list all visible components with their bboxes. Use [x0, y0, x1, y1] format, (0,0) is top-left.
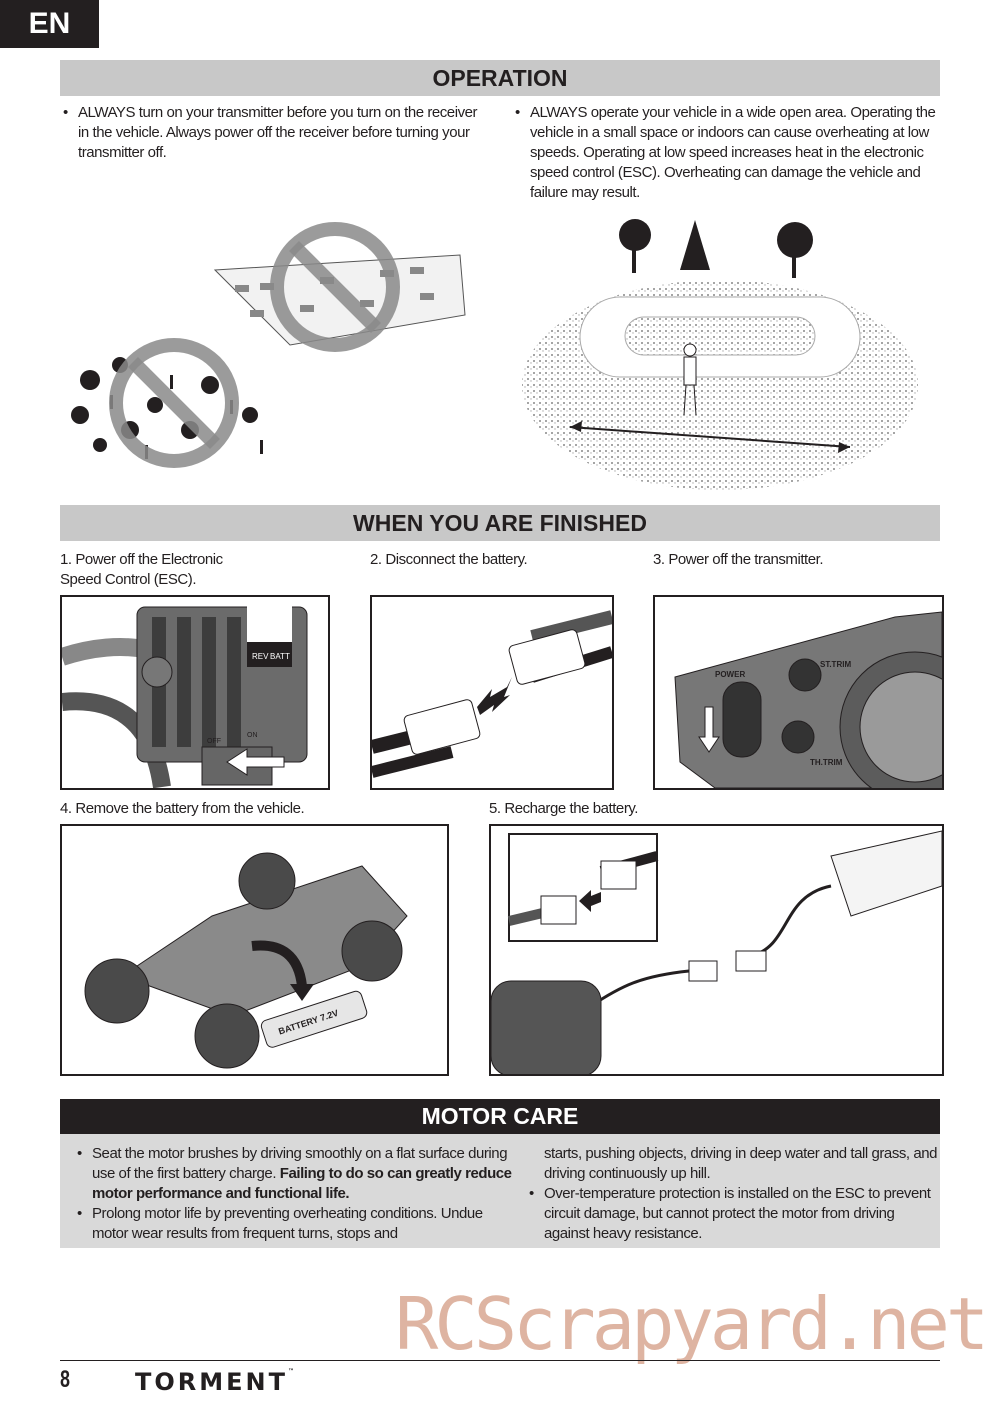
operation-bullet-2: ALWAYS operate your vehicle in a wide op…	[512, 103, 940, 203]
step-1-label: 1. Power off the Electronic Speed Contro…	[60, 551, 223, 588]
wheel	[194, 1003, 260, 1069]
st-trim-knob	[788, 658, 822, 692]
bullet-warning: Failing to do so can greatly reduce moto…	[92, 1165, 512, 1202]
st-trim-label: ST.TRIM	[820, 660, 851, 669]
th-trim-knob	[781, 720, 815, 754]
arrow-icon	[579, 890, 601, 912]
charger-plug	[688, 960, 718, 982]
language-tab: EN	[0, 0, 99, 48]
brand-name: TORMENT	[135, 1368, 288, 1396]
prohibited-sign-parking-icon	[270, 222, 400, 352]
down-arrow-icon	[698, 706, 720, 753]
brand-logo: TORMENT™	[135, 1368, 294, 1396]
operation-bullets-left: ALWAYS turn on your transmitter before y…	[60, 103, 485, 163]
motor-care-bullet-1: Seat the motor brushes by driving smooth…	[74, 1144, 514, 1204]
th-trim-label: TH.TRIM	[810, 758, 843, 767]
transmitter-box: POWER ST.TRIM TH.TRIM	[653, 595, 944, 790]
esc-batt-label: BATT	[270, 652, 290, 661]
motor-care-bullet-3: Over-temperature protection is installed…	[526, 1184, 942, 1244]
wheel	[238, 852, 296, 910]
battery-pack	[260, 990, 368, 1048]
vehicle-battery-removal-box: BATTERY 7.2V	[60, 824, 449, 1076]
esc-illustration-box: REV BATT OFF ON	[60, 595, 330, 790]
power-label: POWER	[715, 670, 745, 679]
connector-left	[403, 699, 481, 755]
motor-care-panel: Seat the motor brushes by driving smooth…	[60, 1134, 940, 1248]
step-2-label: 2. Disconnect the battery.	[370, 551, 528, 568]
battery-recharge-box	[489, 824, 944, 1076]
open-area-illustration	[522, 219, 918, 490]
operation-bullets-right: ALWAYS operate your vehicle in a wide op…	[512, 103, 940, 203]
curved-arrow-icon	[251, 940, 307, 987]
finished-heading: WHEN YOU ARE FINISHED	[60, 505, 940, 541]
operation-heading: OPERATION	[60, 60, 940, 96]
wheel	[341, 920, 403, 982]
watermark: RCScrapyard.net	[395, 1282, 989, 1366]
motor-care-heading: MOTOR CARE	[60, 1099, 940, 1134]
trees	[619, 219, 813, 278]
esc-rev-label: REV	[252, 652, 269, 661]
battery-pack	[830, 830, 942, 917]
driver-figure	[683, 343, 697, 416]
prohibited-sign-crowd-icon	[109, 338, 239, 468]
page-number: 8	[60, 1366, 71, 1393]
step-5-label: 5. Recharge the battery.	[489, 800, 639, 817]
operation-bullet-1: ALWAYS turn on your transmitter before y…	[60, 103, 485, 163]
charger	[491, 980, 602, 1074]
step-3-label: 3. Power off the transmitter.	[653, 551, 824, 568]
distance-arrow	[569, 426, 851, 448]
esc-on-label: ON	[247, 732, 258, 739]
connector-right	[508, 629, 586, 685]
battery-disconnect-box	[370, 595, 614, 790]
power-switch	[722, 681, 762, 758]
motor-care-bullets-left: Seat the motor brushes by driving smooth…	[74, 1144, 514, 1244]
trademark: ™	[288, 1368, 294, 1375]
wheel	[84, 958, 150, 1024]
esc-off-label: OFF	[207, 738, 221, 745]
double-arrow-icon	[477, 677, 512, 715]
bullet-text: Seat the motor brushes by driving smooth…	[92, 1145, 508, 1182]
step-4-label: 4. Remove the battery from the vehicle.	[60, 800, 305, 817]
motor-care-bullets-right: starts, pushing objects, driving in deep…	[526, 1144, 942, 1244]
arrow-icon	[226, 748, 285, 776]
motor-care-bullet-2-cont: starts, pushing objects, driving in deep…	[544, 1145, 938, 1182]
no-crowded-areas-illustration	[71, 222, 466, 468]
motor-care-bullet-2: Prolong motor life by preventing overhea…	[74, 1204, 514, 1244]
footer-rule	[60, 1360, 940, 1361]
